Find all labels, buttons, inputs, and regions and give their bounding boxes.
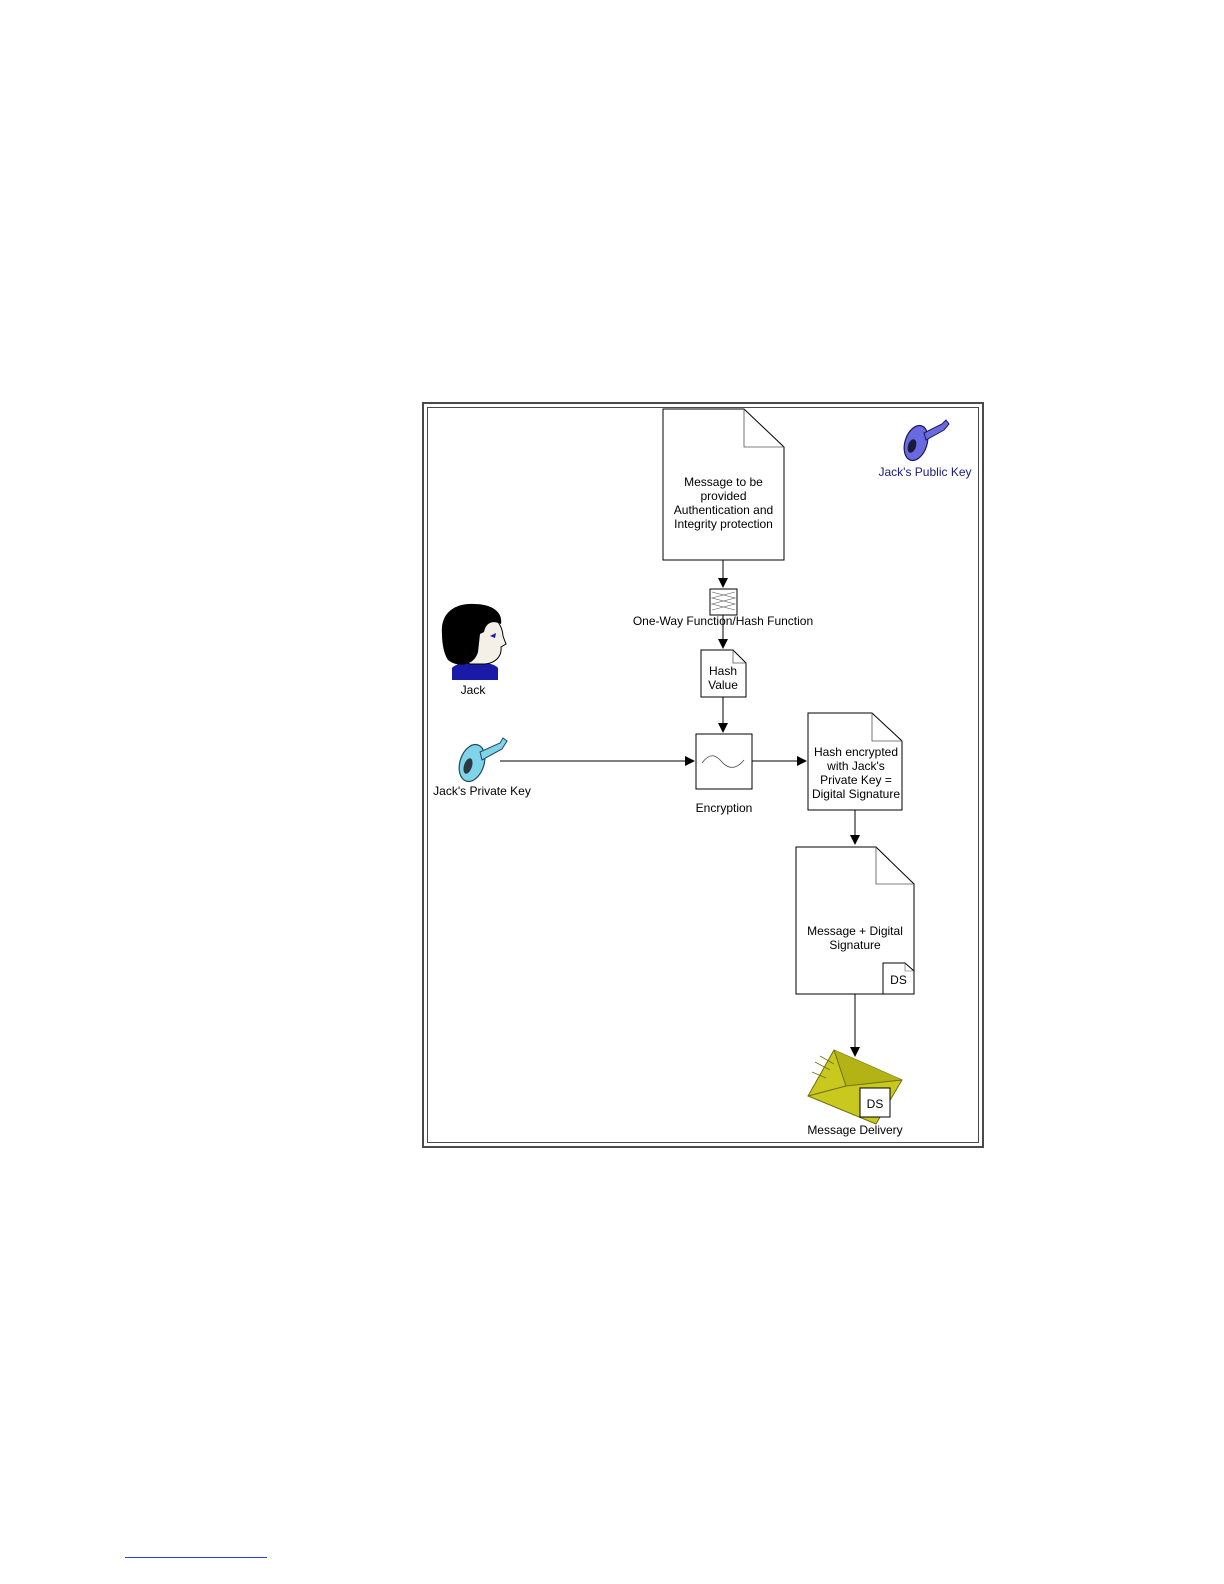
ds-badge-label: DS: [883, 973, 914, 987]
private-key-label: Jack's Private Key: [428, 784, 536, 798]
message-delivery-label: Message Delivery: [795, 1123, 915, 1137]
encryption-box: [696, 734, 752, 789]
digital-signature-label: Hash encrypted with Jack's Private Key =…: [810, 745, 902, 801]
hash-function-label: One-Way Function/Hash Function: [623, 614, 823, 628]
jack-avatar-icon: [442, 604, 506, 680]
private-key-icon: [455, 738, 507, 785]
envelope-icon: [808, 1050, 902, 1124]
jack-label: Jack: [443, 683, 503, 697]
message-plus-signature-document: [796, 847, 914, 994]
message-plus-signature-label: Message + Digital Signature: [800, 924, 910, 952]
encryption-label: Encryption: [674, 801, 774, 815]
hash-value-label: Hash Value: [703, 664, 743, 692]
message-document-label: Message to be provided Authentication an…: [668, 475, 779, 531]
envelope-ds-label: DS: [860, 1097, 890, 1111]
hash-function-icon: [710, 589, 737, 615]
public-key-label: Jack's Public Key: [872, 465, 978, 479]
footnote-separator: [125, 1557, 267, 1558]
public-key-icon: [900, 420, 949, 464]
